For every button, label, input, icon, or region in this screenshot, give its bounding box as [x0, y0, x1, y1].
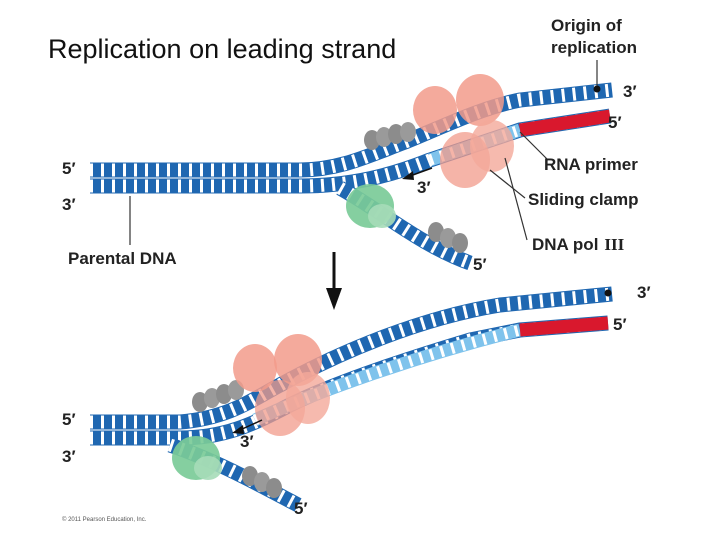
sliding-clamp-top [346, 184, 396, 228]
label-5prime-bottom-lag: 5′ [294, 499, 308, 518]
origin-label-line1: Origin of [551, 16, 622, 35]
origin-label-line2: replication [551, 38, 637, 57]
slide-title: Replication on leading strand [48, 34, 397, 64]
dna-pol-bottom [233, 334, 330, 436]
label-5prime-top-right: 5′ [608, 113, 622, 132]
label-5prime-top-left: 5′ [62, 159, 76, 178]
bottom-stage [90, 290, 612, 506]
dna-pol-top [413, 74, 514, 188]
label-3prime-top-fork: 3′ [417, 178, 431, 197]
sliding-clamp-label: Sliding clamp [528, 190, 639, 209]
label-3prime-bottom-fork: 3′ [240, 432, 254, 451]
label-3prime-top-right: 3′ [623, 82, 637, 101]
copyright-notice: © 2011 Pearson Education, Inc. [62, 517, 147, 523]
diagram-labels: Origin of replication 3′ 5′ RNA primer S… [62, 16, 651, 518]
helicase-top [364, 122, 468, 253]
origin-dot-bottom [604, 289, 612, 297]
synthesis-arrow-bottom [232, 419, 263, 434]
parental-strand-bottom-upper [90, 294, 612, 422]
label-5prime-top-lag: 5′ [473, 255, 487, 274]
helicase-bottom [192, 380, 282, 498]
rna-primer-label: RNA primer [544, 155, 638, 174]
label-5prime-bottom-right: 5′ [613, 315, 627, 334]
label-3prime-bottom-right: 3′ [637, 283, 651, 302]
label-3prime-bottom-left: 3′ [62, 447, 76, 466]
top-stage [90, 60, 612, 263]
label-5prime-bottom-left: 5′ [62, 410, 76, 429]
synthesis-arrow-top [402, 167, 433, 180]
stage-transition-arrow [326, 252, 342, 310]
origin-dot-top [593, 85, 601, 93]
parental-dna-label: Parental DNA [68, 249, 177, 268]
leader-lines-top [129, 60, 598, 245]
sliding-clamp-bottom [172, 436, 222, 480]
label-3prime-top-left: 3′ [62, 195, 76, 214]
rna-primer-top [520, 116, 610, 130]
rna-primer-bottom [520, 323, 608, 330]
